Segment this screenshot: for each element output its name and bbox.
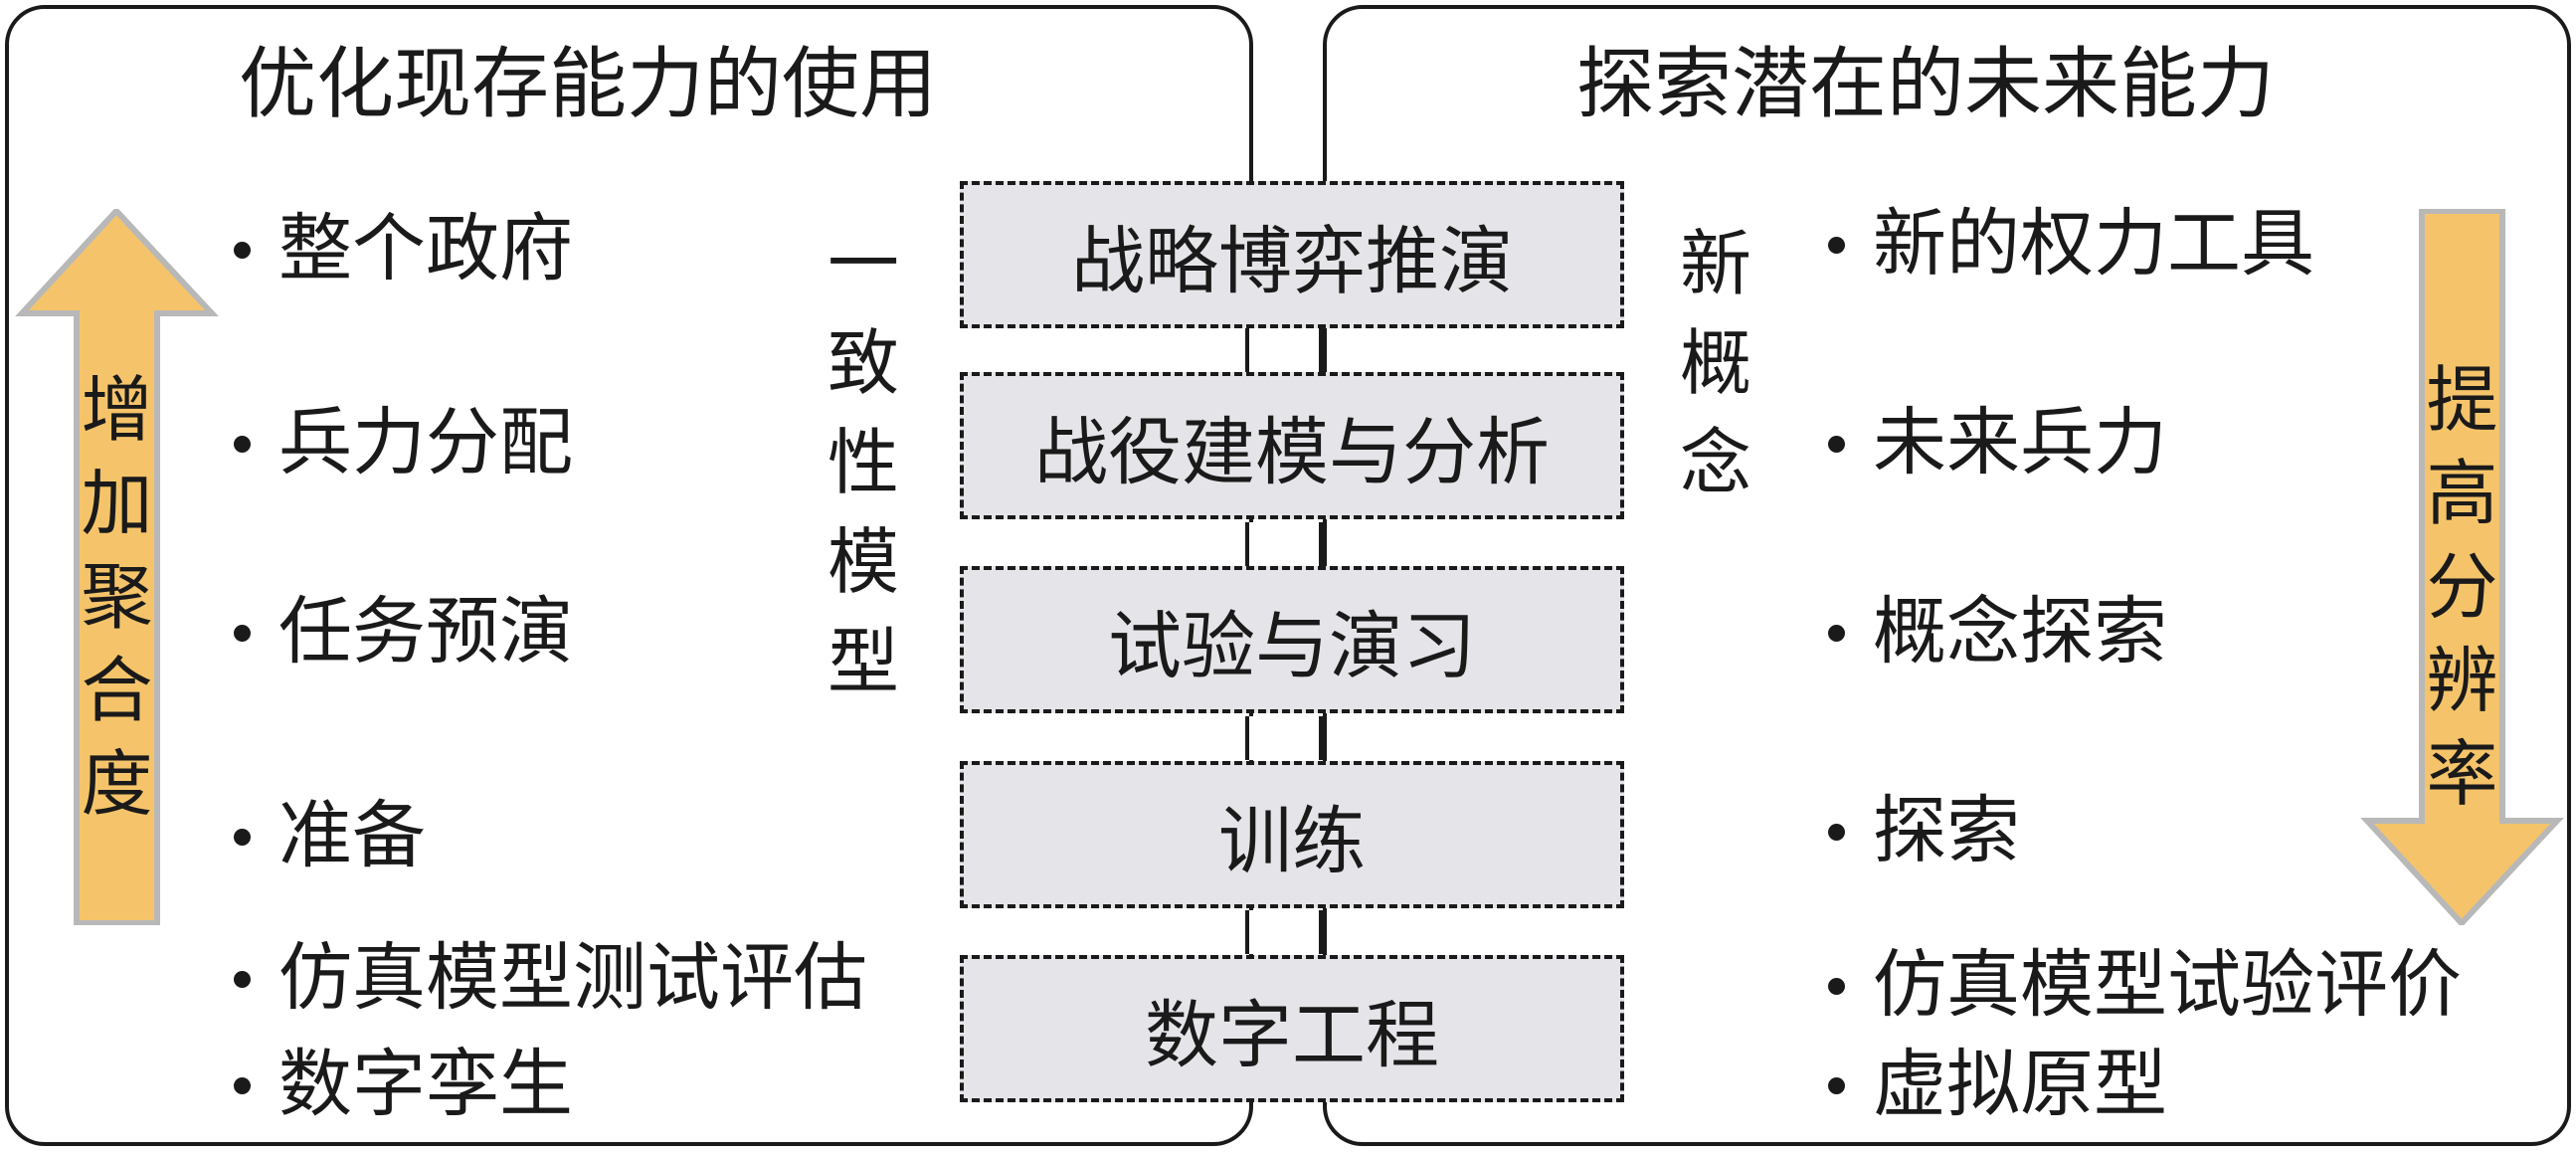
consistency-model-label: 一致性模型 [827, 222, 899, 703]
box-connector [1245, 522, 1323, 566]
list-item-text: 整个政府 [278, 206, 573, 291]
increase-aggregation-up-arrow [15, 209, 219, 925]
list-item-text: 数字孪生 [278, 1042, 573, 1127]
list-item-text: 未来兵力 [1873, 400, 2167, 485]
bullet-icon [234, 625, 251, 642]
bullet-icon [234, 971, 251, 988]
list-item-text: 探索 [1873, 788, 2020, 873]
increase-resolution-label: 提高分辨率 [2426, 358, 2498, 816]
box-connector [1245, 910, 1323, 954]
increase-resolution-down-arrow [2360, 209, 2564, 925]
bullet-icon [1828, 978, 1845, 995]
center-box-strategic-wargaming: 战略博弈推演 [960, 181, 1624, 328]
bullet-icon [1828, 1077, 1845, 1094]
new-concept-label: 新概念 [1679, 222, 1751, 504]
box-connector [1245, 328, 1323, 372]
bullet-icon [1828, 625, 1845, 642]
list-item-text: 仿真模型测试评估 [278, 935, 867, 1021]
bullet-icon [1828, 237, 1845, 254]
list-item-text: 任务预演 [278, 589, 573, 674]
list-item-text: 准备 [278, 793, 426, 878]
list-item-text: 兵力分配 [278, 400, 573, 485]
bullet-icon [234, 1077, 251, 1094]
list-item-text: 概念探索 [1873, 589, 2167, 674]
bullet-icon [1828, 824, 1845, 841]
center-box-campaign-modeling: 战役建模与分析 [960, 372, 1624, 519]
center-box-training: 训练 [960, 761, 1624, 908]
list-item-text: 仿真模型试验评价 [1873, 942, 2462, 1028]
right-panel-title: 探索潜在的未来能力 [1576, 40, 2276, 129]
increase-aggregation-label: 增加聚合度 [81, 368, 153, 826]
left-panel-title: 优化现存能力的使用 [239, 40, 938, 129]
box-connector [1245, 716, 1323, 760]
bullet-icon [1828, 436, 1845, 453]
center-box-experiments-exercises: 试验与演习 [960, 566, 1624, 713]
bullet-icon [234, 829, 251, 846]
center-box-digital-engineering: 数字工程 [960, 955, 1624, 1102]
list-item-text: 新的权力工具 [1873, 201, 2314, 287]
bullet-icon [234, 436, 251, 453]
bullet-icon [234, 242, 251, 259]
list-item-text: 虚拟原型 [1873, 1042, 2167, 1127]
